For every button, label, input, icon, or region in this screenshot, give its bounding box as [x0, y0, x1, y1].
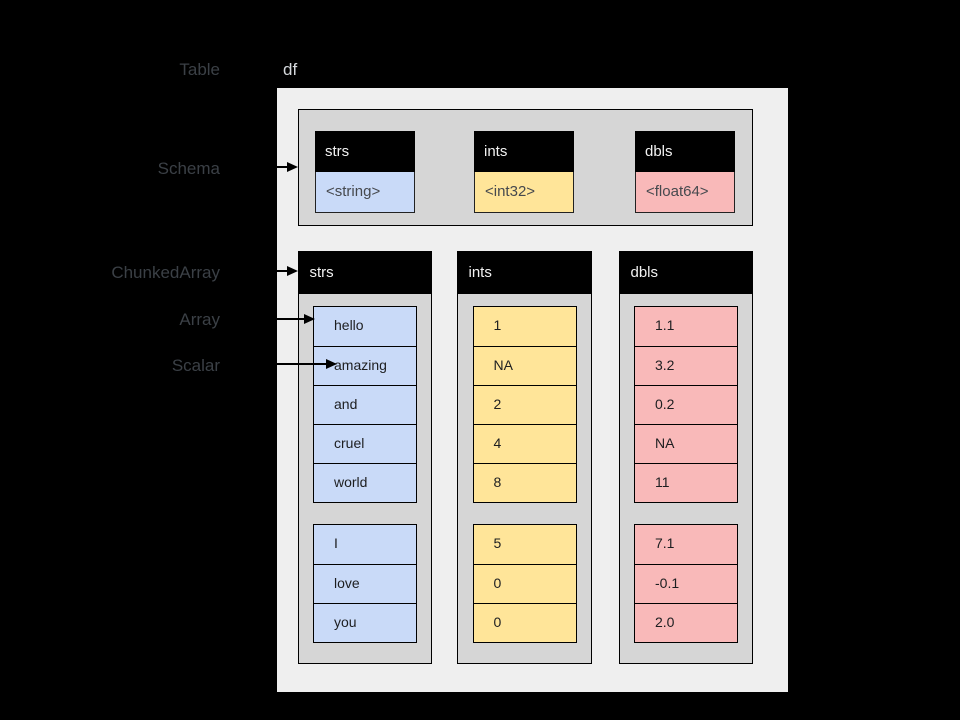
array-cell: love	[314, 564, 416, 603]
schema-field-type: <int32>	[474, 172, 574, 213]
column-header: ints	[457, 251, 592, 294]
chunked-column-dbls: dbls 1.1 3.2 0.2 NA 11 7.1 -0.1 2.0	[619, 251, 753, 664]
array-cell: 3.2	[635, 346, 737, 385]
array-cell: world	[314, 463, 416, 502]
scalar-label: Scalar	[171, 356, 220, 375]
chunked-column-ints: ints 1 NA 2 4 8 5 0 0	[457, 251, 592, 664]
array-cell: NA	[635, 424, 737, 463]
array-cell: you	[314, 603, 416, 642]
array-cell: 11	[635, 463, 737, 502]
array-cell: 2	[473, 385, 576, 424]
array-cell: 8	[473, 463, 576, 502]
schema-field-ints: ints <int32>	[474, 131, 574, 213]
array-cell: 4	[473, 424, 576, 463]
schema-field-dbls: dbls <float64>	[635, 131, 735, 213]
schema-field-type: <float64>	[635, 172, 735, 213]
schema-field-name: dbls	[635, 131, 735, 172]
schema-field-type: <string>	[315, 172, 415, 213]
array-cell: 5	[473, 525, 576, 564]
array-cell: I	[314, 525, 416, 564]
table-label: Table	[179, 60, 220, 79]
array-chunk: 7.1 -0.1 2.0	[634, 524, 738, 643]
array-cell: 1	[473, 307, 576, 346]
array-cell: 0.2	[635, 385, 737, 424]
schema-field-name: strs	[315, 131, 415, 172]
column-header: strs	[298, 251, 432, 294]
array-cell: 7.1	[635, 525, 737, 564]
array-chunk: 5 0 0	[472, 524, 577, 643]
df-label: df	[283, 60, 298, 79]
array-cell: -0.1	[635, 564, 737, 603]
array-chunk: I love you	[313, 524, 417, 643]
array-chunk: hello amazing and cruel world	[313, 306, 417, 503]
schema-label: Schema	[157, 159, 220, 178]
schema-field-name: ints	[474, 131, 574, 172]
array-cell: 0	[473, 564, 576, 603]
array-cell: NA	[473, 346, 576, 385]
array-cell: hello	[314, 307, 416, 346]
array-chunk: 1 NA 2 4 8	[472, 306, 577, 503]
array-label: Array	[179, 310, 220, 329]
chunked-column-strs: strs hello amazing and cruel world I lov…	[298, 251, 432, 664]
array-cell: and	[314, 385, 416, 424]
chunkedarray-label: ChunkedArray	[111, 263, 220, 282]
array-cell: 2.0	[635, 603, 737, 642]
schema-field-strs: strs <string>	[315, 131, 415, 213]
array-chunk: 1.1 3.2 0.2 NA 11	[634, 306, 738, 503]
array-cell: 1.1	[635, 307, 737, 346]
column-header: dbls	[619, 251, 753, 294]
array-cell: cruel	[314, 424, 416, 463]
array-cell: 0	[473, 603, 576, 642]
